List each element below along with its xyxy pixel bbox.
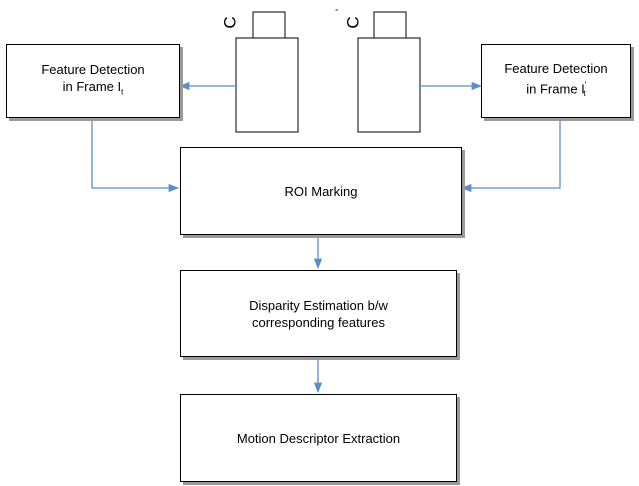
feature-right-line1: Feature Detection [504,60,608,76]
arrow-feature-left-to-roi [91,118,180,193]
right-camera [357,11,421,133]
disparity-estimation-box: Disparity Estimation b/w corresponding f… [180,270,457,357]
feature-detection-left-box: Feature Detection in Frame It [6,44,180,118]
disparity-line2: corresponding features [252,314,385,330]
camera-left-label: C [220,16,240,29]
arrow-feature-right-to-roi [460,118,561,193]
feature-right-subscript: t [583,89,586,99]
motion-descriptor-label: Motion Descriptor Extraction [236,430,401,446]
roi-marking-box: ROI Marking [180,147,462,235]
feature-left-subscript: t [121,87,124,97]
roi-marking-label: ROI Marking [284,183,358,199]
camera-right-label: C [343,16,363,29]
motion-descriptor-box: Motion Descriptor Extraction [180,394,457,482]
feature-left-line1: Feature Detection [41,62,145,78]
feature-right-prime: ' [584,79,587,90]
disparity-line1: Disparity Estimation b/w [249,297,388,313]
left-camera [235,11,299,133]
camera-right-prime: ' [333,8,348,12]
feature-right-line2: in Frame I [526,80,585,96]
feature-detection-right-box: Feature Detection in Frame I't [481,44,631,118]
feature-left-line2: in Frame I [62,79,122,95]
